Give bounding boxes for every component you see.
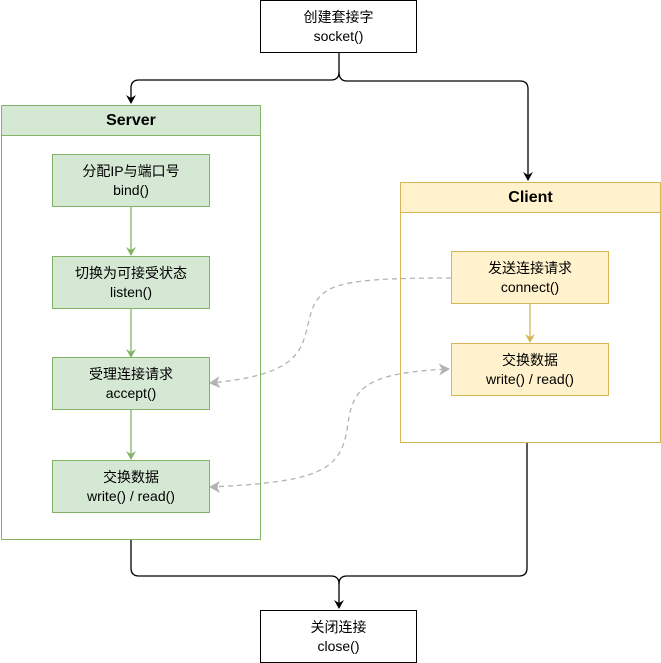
close-call: close() [317, 637, 360, 654]
edge-socket-to-server [126, 52, 340, 104]
step-call: write() / read() [486, 370, 574, 387]
step-call: listen() [109, 283, 152, 300]
step-call: write() / read() [87, 487, 175, 504]
socket-node[interactable]: 创建套接字 socket() [260, 0, 417, 53]
socket-call: socket() [313, 27, 364, 44]
server-container[interactable]: Server [1, 105, 261, 540]
step-call: connect() [500, 278, 560, 295]
client-step-exchange[interactable]: 交换数据 write() / read() [451, 343, 609, 396]
close-node[interactable]: 关闭连接 close() [260, 610, 417, 663]
step-title: 切换为可接受状态 [75, 264, 187, 281]
step-call: bind() [113, 181, 149, 198]
edge-connect-to-accept [209, 277, 452, 389]
socket-title: 创建套接字 [303, 8, 374, 25]
edge-server-to-close [130, 540, 344, 609]
step-title: 交换数据 [103, 468, 159, 485]
edge-client-to-close [338, 443, 528, 585]
client-header: Client [401, 183, 660, 213]
step-title: 分配IP与端口号 [82, 162, 180, 179]
close-title: 关闭连接 [310, 618, 367, 635]
step-call: accept() [105, 384, 157, 401]
step-title: 交换数据 [502, 351, 558, 368]
server-step-exchange[interactable]: 交换数据 write() / read() [52, 460, 210, 513]
edge-socket-to-client [338, 71, 533, 181]
server-step-listen[interactable]: 切换为可接受状态 listen() [52, 256, 210, 309]
client-step-connect[interactable]: 发送连接请求 connect() [451, 251, 609, 304]
server-step-bind[interactable]: 分配IP与端口号 bind() [52, 154, 210, 207]
edge-exchange-bidirectional [209, 363, 450, 488]
step-title: 发送连接请求 [488, 259, 572, 276]
server-step-accept[interactable]: 受理连接请求 accept() [52, 357, 210, 410]
server-header: Server [2, 106, 260, 136]
step-title: 受理连接请求 [89, 365, 173, 382]
client-container[interactable]: Client [400, 182, 661, 443]
